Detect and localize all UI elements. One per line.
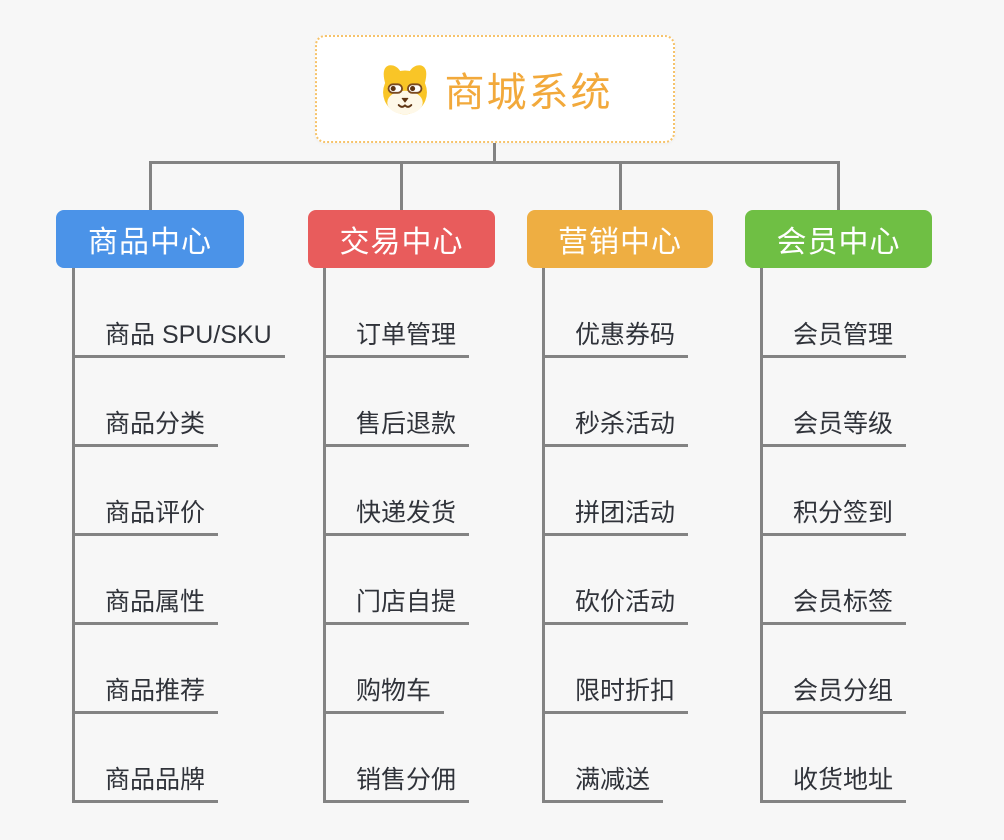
connector-root-stub bbox=[493, 143, 496, 164]
leaf-node[interactable]: 快递发货 bbox=[323, 497, 470, 536]
dog-face-icon bbox=[382, 65, 427, 115]
leaf-node[interactable]: 秒杀活动 bbox=[542, 408, 689, 447]
leaf-node[interactable]: 订单管理 bbox=[323, 319, 470, 358]
leaf-node[interactable]: 商品评价 bbox=[72, 497, 219, 536]
branch-node-product-center[interactable]: 商品中心 bbox=[56, 210, 244, 268]
branch-label: 会员中心 bbox=[776, 226, 901, 259]
branch-node-trade-center[interactable]: 交易中心 bbox=[308, 210, 495, 268]
connector-bus bbox=[149, 161, 840, 164]
connector-drop-trade bbox=[400, 161, 403, 210]
branch-label: 营销中心 bbox=[558, 226, 682, 259]
connector-drop-product bbox=[149, 161, 152, 210]
leaf-node[interactable]: 购物车 bbox=[323, 675, 445, 714]
leaf-node[interactable]: 限时折扣 bbox=[542, 675, 689, 714]
leaf-node[interactable]: 销售分佣 bbox=[323, 764, 470, 803]
leaf-node[interactable]: 会员等级 bbox=[760, 408, 907, 447]
branch-node-marketing-center[interactable]: 营销中心 bbox=[527, 210, 713, 268]
leaf-node[interactable]: 积分签到 bbox=[760, 497, 907, 536]
leaf-node[interactable]: 拼团活动 bbox=[542, 497, 689, 536]
leaf-node[interactable]: 优惠券码 bbox=[542, 319, 689, 358]
leaf-node[interactable]: 售后退款 bbox=[323, 408, 470, 447]
leaf-node[interactable]: 会员分组 bbox=[760, 675, 907, 714]
leaf-node[interactable]: 商品属性 bbox=[72, 586, 219, 625]
leaf-node[interactable]: 门店自提 bbox=[323, 586, 470, 625]
leaf-node[interactable]: 会员管理 bbox=[760, 319, 907, 358]
leaf-node[interactable]: 满减送 bbox=[542, 764, 664, 803]
leaf-node[interactable]: 商品 SPU/SKU bbox=[72, 319, 285, 358]
branch-label: 交易中心 bbox=[339, 226, 464, 259]
leaf-node[interactable]: 商品分类 bbox=[72, 408, 219, 447]
leaf-node[interactable]: 砍价活动 bbox=[542, 586, 689, 625]
connector-drop-marketing bbox=[619, 161, 622, 210]
leaf-node[interactable]: 会员标签 bbox=[760, 586, 907, 625]
leaf-node[interactable]: 商品推荐 bbox=[72, 675, 219, 714]
leaf-node[interactable]: 收货地址 bbox=[760, 764, 907, 803]
connector-drop-member bbox=[837, 161, 840, 210]
branch-label: 商品中心 bbox=[88, 226, 212, 259]
branch-node-member-center[interactable]: 会员中心 bbox=[745, 210, 932, 268]
leaf-node[interactable]: 商品品牌 bbox=[72, 764, 219, 803]
root-node[interactable]: 商城系统 bbox=[315, 35, 675, 143]
root-title: 商城系统 bbox=[444, 71, 613, 115]
